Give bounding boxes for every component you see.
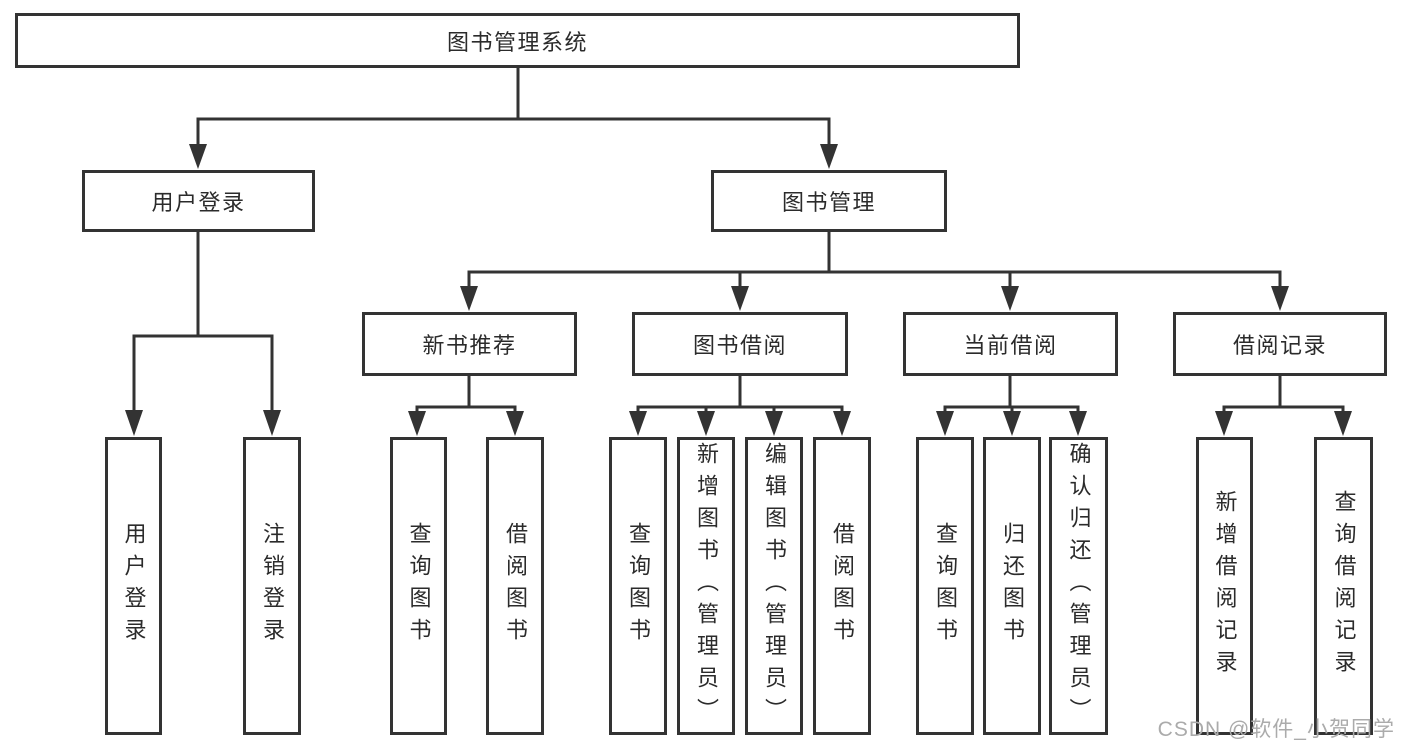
arrowhead [263, 410, 281, 436]
arrowhead [833, 411, 851, 436]
leaf-recommend-query-books: 查询图书 [390, 437, 447, 735]
edge-book-borrow-to-leaves [629, 376, 851, 436]
arrowhead [408, 411, 426, 436]
edge-root-to-level2 [189, 68, 838, 169]
arrowhead [125, 410, 143, 436]
node-current-borrow: 当前借阅 [903, 312, 1118, 376]
node-book-management: 图书管理 [711, 170, 947, 232]
arrowhead [1003, 411, 1021, 436]
watermark: CSDN @软件_小贺同学 [1157, 718, 1395, 741]
leaf-borrow-query-books: 查询图书 [609, 437, 667, 735]
arrowhead [1271, 286, 1289, 311]
arrowhead [1001, 286, 1019, 311]
arrowhead [936, 411, 954, 436]
arrowhead [1069, 411, 1087, 436]
edge-borrow-record-to-leaves [1215, 376, 1352, 436]
arrowhead [731, 286, 749, 311]
leaf-current-confirm-return-admin: 确认归还（管理员） [1049, 437, 1108, 735]
node-new-book-recommend: 新书推荐 [362, 312, 577, 376]
arrowhead [629, 411, 647, 436]
leaf-borrow-borrow-books: 借阅图书 [813, 437, 871, 735]
edge-book-management-to-level3 [460, 232, 1289, 311]
arrowhead [506, 411, 524, 436]
leaf-user-login: 用户登录 [105, 437, 162, 735]
arrowhead [189, 144, 207, 169]
leaf-borrow-edit-book-admin: 编辑图书（管理员） [745, 437, 803, 735]
leaf-current-return-books: 归还图书 [983, 437, 1041, 735]
node-borrow-record: 借阅记录 [1173, 312, 1387, 376]
leaf-recommend-borrow-books: 借阅图书 [486, 437, 544, 735]
arrowhead [765, 411, 783, 436]
arrowhead [460, 286, 478, 311]
node-book-borrow: 图书借阅 [632, 312, 848, 376]
arrowhead [1334, 411, 1352, 436]
leaf-borrow-add-book-admin: 新增图书（管理员） [677, 437, 735, 735]
leaf-current-query-books: 查询图书 [916, 437, 974, 735]
node-root: 图书管理系统 [15, 13, 1020, 68]
arrowhead [820, 144, 838, 169]
arrowhead [1215, 411, 1233, 436]
leaf-record-query-borrow-record: 查询借阅记录 [1314, 437, 1373, 735]
leaf-record-add-borrow-record: 新增借阅记录 [1196, 437, 1253, 735]
node-user-login: 用户登录 [82, 170, 315, 232]
edge-current-borrow-to-leaves [936, 376, 1087, 436]
arrowhead [697, 411, 715, 436]
edge-user-login-to-leaves [125, 232, 281, 436]
leaf-logout: 注销登录 [243, 437, 301, 735]
edge-new-book-recommend-to-leaves [408, 376, 524, 436]
